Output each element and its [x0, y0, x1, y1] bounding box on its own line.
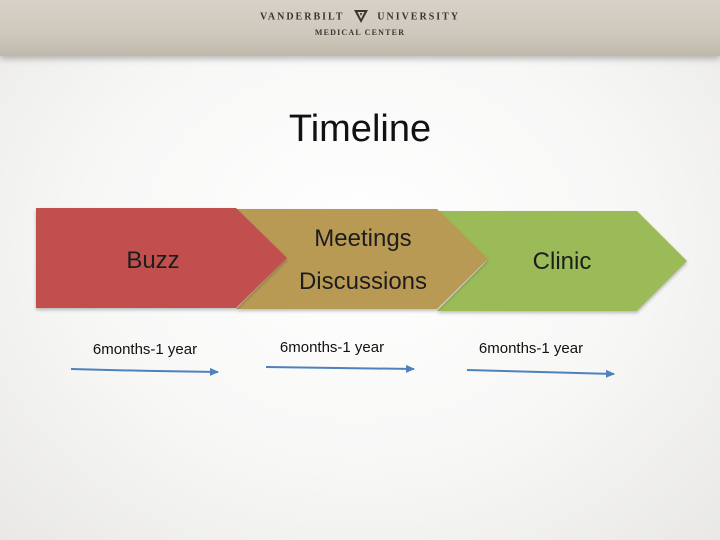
stage-discussions-label: Discussions	[299, 268, 427, 295]
vanderbilt-v-icon	[353, 10, 368, 23]
duration-arrow-buzz	[70, 367, 219, 376]
stage-buzz-shape	[36, 208, 287, 308]
logo-wordmark: VANDERBILT UNIVERSITY	[0, 10, 720, 24]
stage-clinic-shape	[437, 211, 687, 311]
stage-clinic-duration: 6months-1 year	[479, 340, 583, 357]
duration-arrow-clinic	[466, 369, 615, 378]
stage-meetings-duration: 6months-1 year	[280, 339, 384, 356]
stage-buzz-duration: 6months-1 year	[93, 341, 197, 358]
logo-text-university: UNIVERSITY	[377, 11, 461, 23]
logo-subtitle: MEDICAL CENTER	[314, 28, 406, 37]
stage-meetings-label: Meetings	[314, 225, 411, 252]
logo-text-vanderbilt: VANDERBILT	[259, 11, 345, 23]
stage-clinic-label: Clinic	[533, 248, 592, 275]
stage-meetings-shape	[236, 209, 488, 309]
header-banner: VANDERBILT UNIVERSITY MEDICAL CENTER	[0, 0, 720, 56]
slide-title: Timeline	[288, 108, 432, 150]
stage-buzz-label: Buzz	[126, 247, 179, 274]
duration-arrow-meetings	[265, 364, 415, 373]
